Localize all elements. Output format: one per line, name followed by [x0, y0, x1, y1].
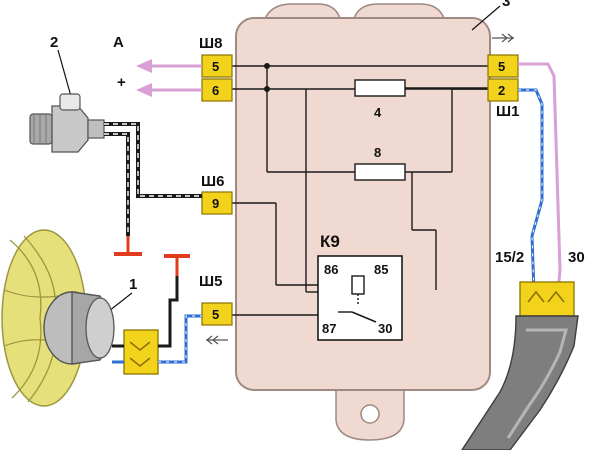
pin-sh5-5: 5 [201, 302, 233, 326]
ground-symbol [164, 254, 190, 276]
callout-line-3 [471, 5, 501, 31]
svg-text:9: 9 [212, 196, 219, 211]
control-unit-housing [235, 3, 491, 441]
label-8: 8 [374, 145, 381, 160]
temperature-sensor [29, 93, 105, 153]
label-3: 3 [502, 0, 510, 10]
label-2: 2 [50, 34, 58, 51]
label-30: 30 [568, 249, 585, 266]
label-plus: + [117, 74, 126, 91]
harness-connector [519, 281, 575, 317]
ground-symbol [114, 236, 142, 256]
relay-pin-85: 85 [374, 262, 388, 277]
svg-text:2: 2 [498, 83, 505, 98]
fuse-4: 4 [354, 79, 406, 120]
junction-dot [264, 63, 270, 69]
pin-sh1-2: 2 [487, 78, 519, 102]
label-sh1: Ш1 [496, 103, 519, 120]
relay-pin-30: 30 [378, 321, 392, 336]
callout-line-2 [57, 49, 73, 101]
label-sh8: Ш8 [199, 35, 222, 52]
fan-connector [123, 329, 159, 375]
right-harness-wires [518, 62, 562, 293]
pin-sh6-9: 9 [201, 191, 233, 215]
fan-motor [1, 229, 115, 407]
relay-k9: К9 86 85 87 30 [317, 232, 403, 341]
relay-pin-87: 87 [322, 321, 336, 336]
output-wires-a [136, 59, 202, 97]
label-sh5: Ш5 [199, 273, 222, 290]
relay-coil [351, 275, 365, 295]
pin-sh8-6: 6 [201, 78, 233, 102]
arrow-icon [206, 335, 228, 345]
pin-sh1-5: 5 [487, 54, 519, 78]
relay-switch [351, 311, 377, 323]
junction-dot [264, 86, 270, 92]
label-4: 4 [374, 105, 382, 120]
sensor-wires [104, 122, 202, 236]
label-1: 1 [129, 276, 137, 293]
relay-pin-86: 86 [324, 262, 338, 277]
label-sh6: Ш6 [201, 173, 224, 190]
label-15-2: 15/2 [495, 249, 524, 266]
fan-wires [112, 276, 202, 364]
label-a: A [113, 34, 124, 51]
wiring-harness-plug [461, 315, 579, 450]
fuse-8: 8 [354, 145, 406, 181]
svg-text:6: 6 [212, 83, 219, 98]
svg-text:5: 5 [212, 59, 219, 74]
arrow-icon [492, 33, 514, 43]
svg-text:5: 5 [498, 59, 505, 74]
label-k9: К9 [320, 232, 340, 251]
pin-sh8-5: 5 [201, 54, 233, 78]
svg-text:5: 5 [212, 307, 219, 322]
